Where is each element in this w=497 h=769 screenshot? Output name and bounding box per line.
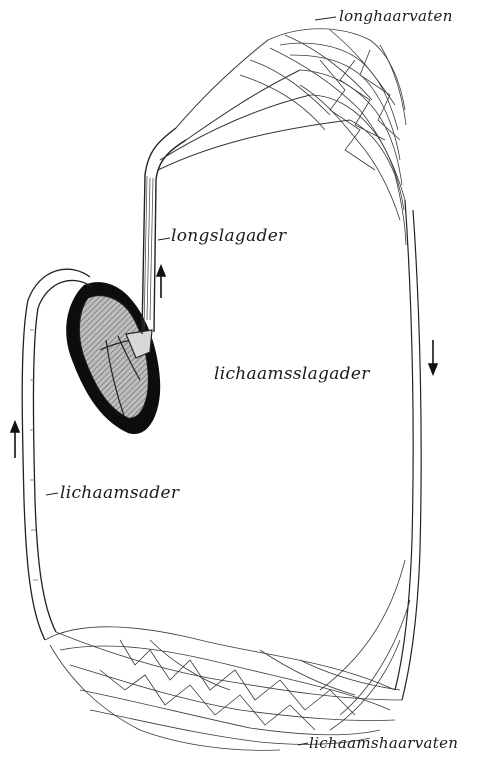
arrow-up-body-vein-icon [11,422,19,458]
lung-capillaries [240,29,406,245]
label-lichaamsader: lichaamsader [60,483,179,503]
label-longhaarvaten: longhaarvaten [339,7,453,25]
arrow-down-body-artery-icon [429,340,437,374]
body-capillaries [45,560,410,750]
arrow-up-pulmonary-icon [157,266,165,298]
heart [66,282,160,434]
label-lichaamsslagader: lichaamsslagader [214,364,370,384]
label-longslagader: longslagader [171,226,287,246]
body-artery [395,200,421,700]
pulmonary-artery [142,40,350,334]
label-lichaamshaarvaten: lichaamshaarvaten [309,734,458,752]
